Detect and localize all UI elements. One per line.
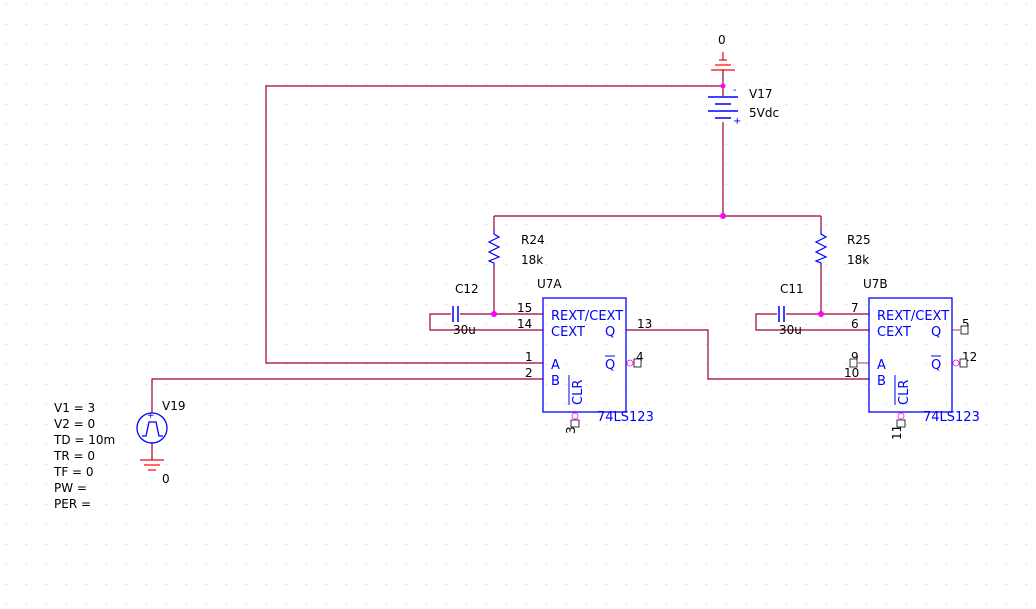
v19-ref: V19 bbox=[162, 399, 185, 413]
r24-resistor[interactable]: R24 18k bbox=[487, 230, 545, 267]
ground-top-label: 0 bbox=[718, 33, 726, 47]
u7b-chip[interactable]: U7B REXT/CEXT CEXT Q A B Q CLR 74LS123 7… bbox=[844, 277, 980, 440]
wire-ground-v17-loop[interactable] bbox=[265, 70, 724, 364]
c12-capacitor[interactable]: C12 30u bbox=[452, 282, 479, 337]
u7a-part: 74LS123 bbox=[597, 410, 654, 425]
v19-plus: + bbox=[147, 411, 155, 421]
u7a-n13: 13 bbox=[637, 317, 652, 331]
u7a-pin-clr: CLR bbox=[571, 380, 586, 405]
u7a-n3: 3 bbox=[564, 426, 578, 434]
r24-value: 18k bbox=[521, 253, 543, 267]
v17-value: 5Vdc bbox=[749, 106, 779, 120]
u7b-pin-a: A bbox=[877, 358, 886, 373]
u7b-n5: 5 bbox=[962, 317, 970, 331]
v19-param: V1 = 3 bbox=[54, 401, 95, 415]
wire-c12-left-to-cext[interactable] bbox=[429, 313, 543, 331]
junction-ground-top bbox=[720, 83, 726, 89]
junction-rail bbox=[720, 213, 726, 219]
v19-param: V2 = 0 bbox=[54, 417, 95, 431]
u7b-ref: U7B bbox=[863, 277, 888, 291]
u7b-n7: 7 bbox=[851, 301, 859, 315]
r24-ref: R24 bbox=[521, 233, 545, 247]
u7a-pin-qbar: Q bbox=[605, 358, 615, 373]
v19-param: TD = 10m bbox=[53, 433, 115, 447]
v19-pulse-source[interactable]: + V19 bbox=[136, 399, 185, 444]
v19-parameters: V1 = 3 V2 = 0 TD = 10m TR = 0 TF = 0 PW … bbox=[53, 401, 115, 511]
ground-symbol-top[interactable]: 0 bbox=[711, 33, 735, 71]
u7a-n4: 4 bbox=[636, 350, 644, 364]
c12-value: 30u bbox=[453, 323, 476, 337]
u7b-nc-pins bbox=[849, 325, 969, 428]
c11-capacitor[interactable]: C11 30u bbox=[778, 282, 804, 337]
u7a-pin-a: A bbox=[551, 358, 560, 373]
v17-minus: - bbox=[733, 85, 737, 96]
v17-ref: V17 bbox=[749, 87, 772, 101]
r25-value: 18k bbox=[847, 253, 869, 267]
r25-resistor[interactable]: R25 18k bbox=[814, 230, 871, 267]
c11-value: 30u bbox=[779, 323, 802, 337]
c11-ref: C11 bbox=[780, 282, 804, 296]
u7b-pin-q: Q bbox=[931, 325, 941, 340]
u7b-n11: 11 bbox=[890, 425, 904, 440]
c12-ref: C12 bbox=[455, 282, 479, 296]
u7a-n14: 14 bbox=[517, 317, 532, 331]
u7a-pin-q: Q bbox=[605, 325, 615, 340]
u7a-pin-rext-cext: REXT/CEXT bbox=[551, 309, 623, 324]
junction-u7a-rext bbox=[491, 311, 497, 317]
u7a-pin-cext: CEXT bbox=[551, 325, 585, 340]
u7b-pin-b: B bbox=[877, 374, 886, 389]
u7a-n1: 1 bbox=[525, 350, 533, 364]
wire-c11-left-to-cext[interactable] bbox=[755, 313, 869, 331]
u7b-part: 74LS123 bbox=[923, 410, 980, 425]
junctions bbox=[491, 83, 824, 317]
u7a-nc-pins bbox=[570, 358, 642, 428]
v19-param: TF = 0 bbox=[53, 465, 94, 479]
v19-param: TR = 0 bbox=[53, 449, 95, 463]
u7b-n10: 10 bbox=[844, 366, 859, 380]
v19-param: PW = bbox=[54, 481, 87, 495]
u7a-n2: 2 bbox=[525, 366, 533, 380]
u7b-n6: 6 bbox=[851, 317, 859, 331]
u7b-n9: 9 bbox=[851, 350, 859, 364]
u7a-ref: U7A bbox=[537, 277, 562, 291]
r25-ref: R25 bbox=[847, 233, 871, 247]
u7b-pin-cext: CEXT bbox=[877, 325, 911, 340]
pulse-waveform-icon bbox=[142, 421, 163, 437]
wire-u7a-q-to-u7b-b[interactable] bbox=[626, 329, 869, 380]
v19-param: PER = bbox=[54, 497, 91, 511]
v17-battery[interactable]: - + V17 5Vdc bbox=[708, 85, 779, 127]
u7b-pin-rext-cext: REXT/CEXT bbox=[877, 309, 949, 324]
wires bbox=[151, 70, 869, 460]
u7a-n15: 15 bbox=[517, 301, 532, 315]
wire-v19-to-u7a-b[interactable] bbox=[151, 378, 543, 413]
u7b-pin-clr: CLR bbox=[897, 380, 912, 405]
ground-symbol-bottom[interactable]: 0 bbox=[140, 459, 170, 486]
u7b-pin-qbar: Q bbox=[931, 358, 941, 373]
u7a-pin-b: B bbox=[551, 374, 560, 389]
u7a-chip[interactable]: U7A REXT/CEXT CEXT Q A B Q CLR 74LS123 1… bbox=[517, 277, 654, 434]
junction-u7b-rext bbox=[818, 311, 824, 317]
v17-plus: + bbox=[733, 116, 741, 127]
ground-bottom-label: 0 bbox=[162, 472, 170, 486]
